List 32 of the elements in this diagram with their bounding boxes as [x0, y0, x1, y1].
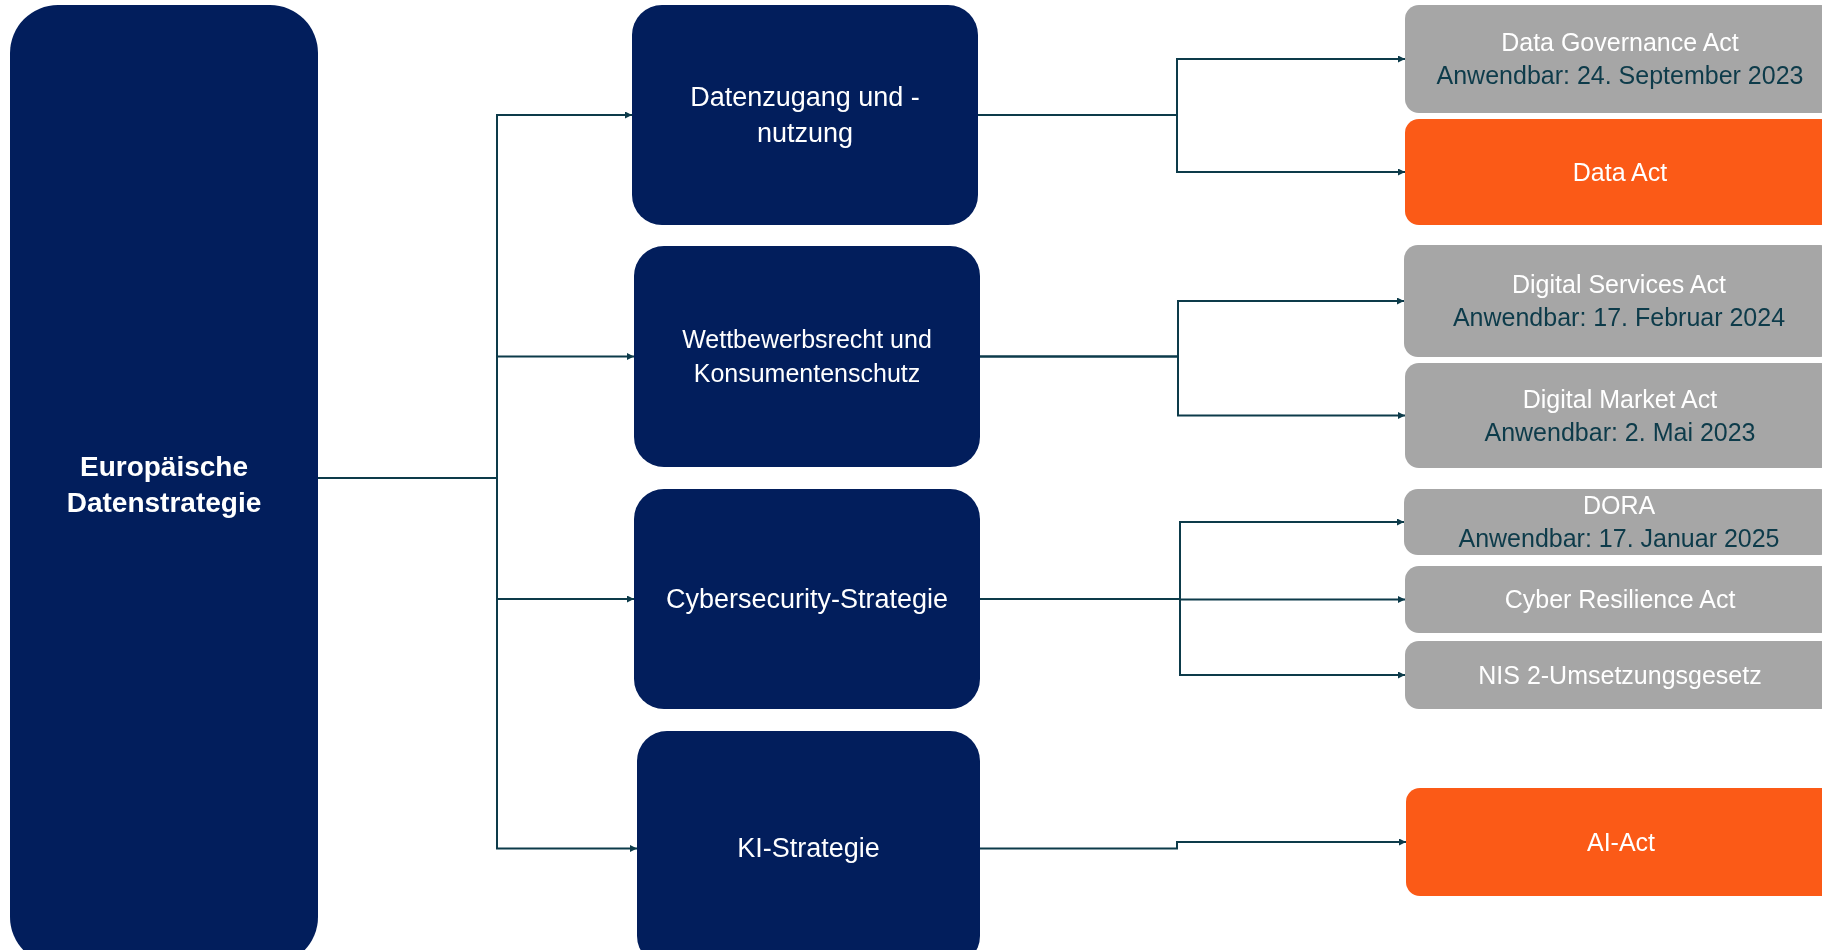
box-label: Wettbewerbsrecht und Konsumentenschutz — [681, 323, 933, 389]
strategy-box — [634, 246, 980, 467]
box-label: Digital Services Act — [1512, 269, 1726, 300]
box-label: AI-Act — [1586, 826, 1656, 858]
connector-arrow — [979, 838, 1407, 850]
regulation-box — [1405, 119, 1822, 225]
box-label: KI-Strategie — [737, 832, 880, 866]
regulation-box — [1405, 566, 1822, 633]
date-text: Anwendbar: 17. Februar 2024 — [1452, 302, 1786, 333]
box-label: Data Act — [1572, 156, 1668, 188]
regulation-box — [1404, 489, 1822, 555]
regulation-box — [1405, 363, 1822, 468]
regulation-box — [1405, 5, 1822, 113]
strategy-box — [632, 5, 978, 225]
box-label: Europäische Datenstrategie — [65, 449, 263, 520]
box-label: Datenzugang und -nutzung — [689, 80, 921, 150]
strategy-box — [634, 489, 980, 709]
box-label: NIS 2-Umsetzungsgesetz — [1478, 659, 1762, 691]
box-label: DORA — [1582, 490, 1656, 521]
root-box — [10, 5, 318, 950]
regulation-box — [1406, 788, 1822, 896]
strategy-box — [637, 731, 980, 950]
date-text: Anwendbar: 24. September 2023 — [1436, 60, 1804, 91]
box-label: Cybersecurity-Strategie — [665, 582, 949, 616]
box-label: Digital Market Act — [1522, 383, 1718, 415]
regulation-box — [1404, 245, 1822, 357]
connector-arrow — [979, 355, 1406, 419]
regulation-box — [1405, 641, 1822, 709]
box-label: Cyber Resilience Act — [1504, 584, 1736, 615]
box-label: Data Governance Act — [1501, 27, 1739, 58]
date-text: Anwendbar: 2. Mai 2023 — [1484, 416, 1756, 448]
date-text: Anwendbar: 17. Januar 2025 — [1458, 523, 1780, 554]
